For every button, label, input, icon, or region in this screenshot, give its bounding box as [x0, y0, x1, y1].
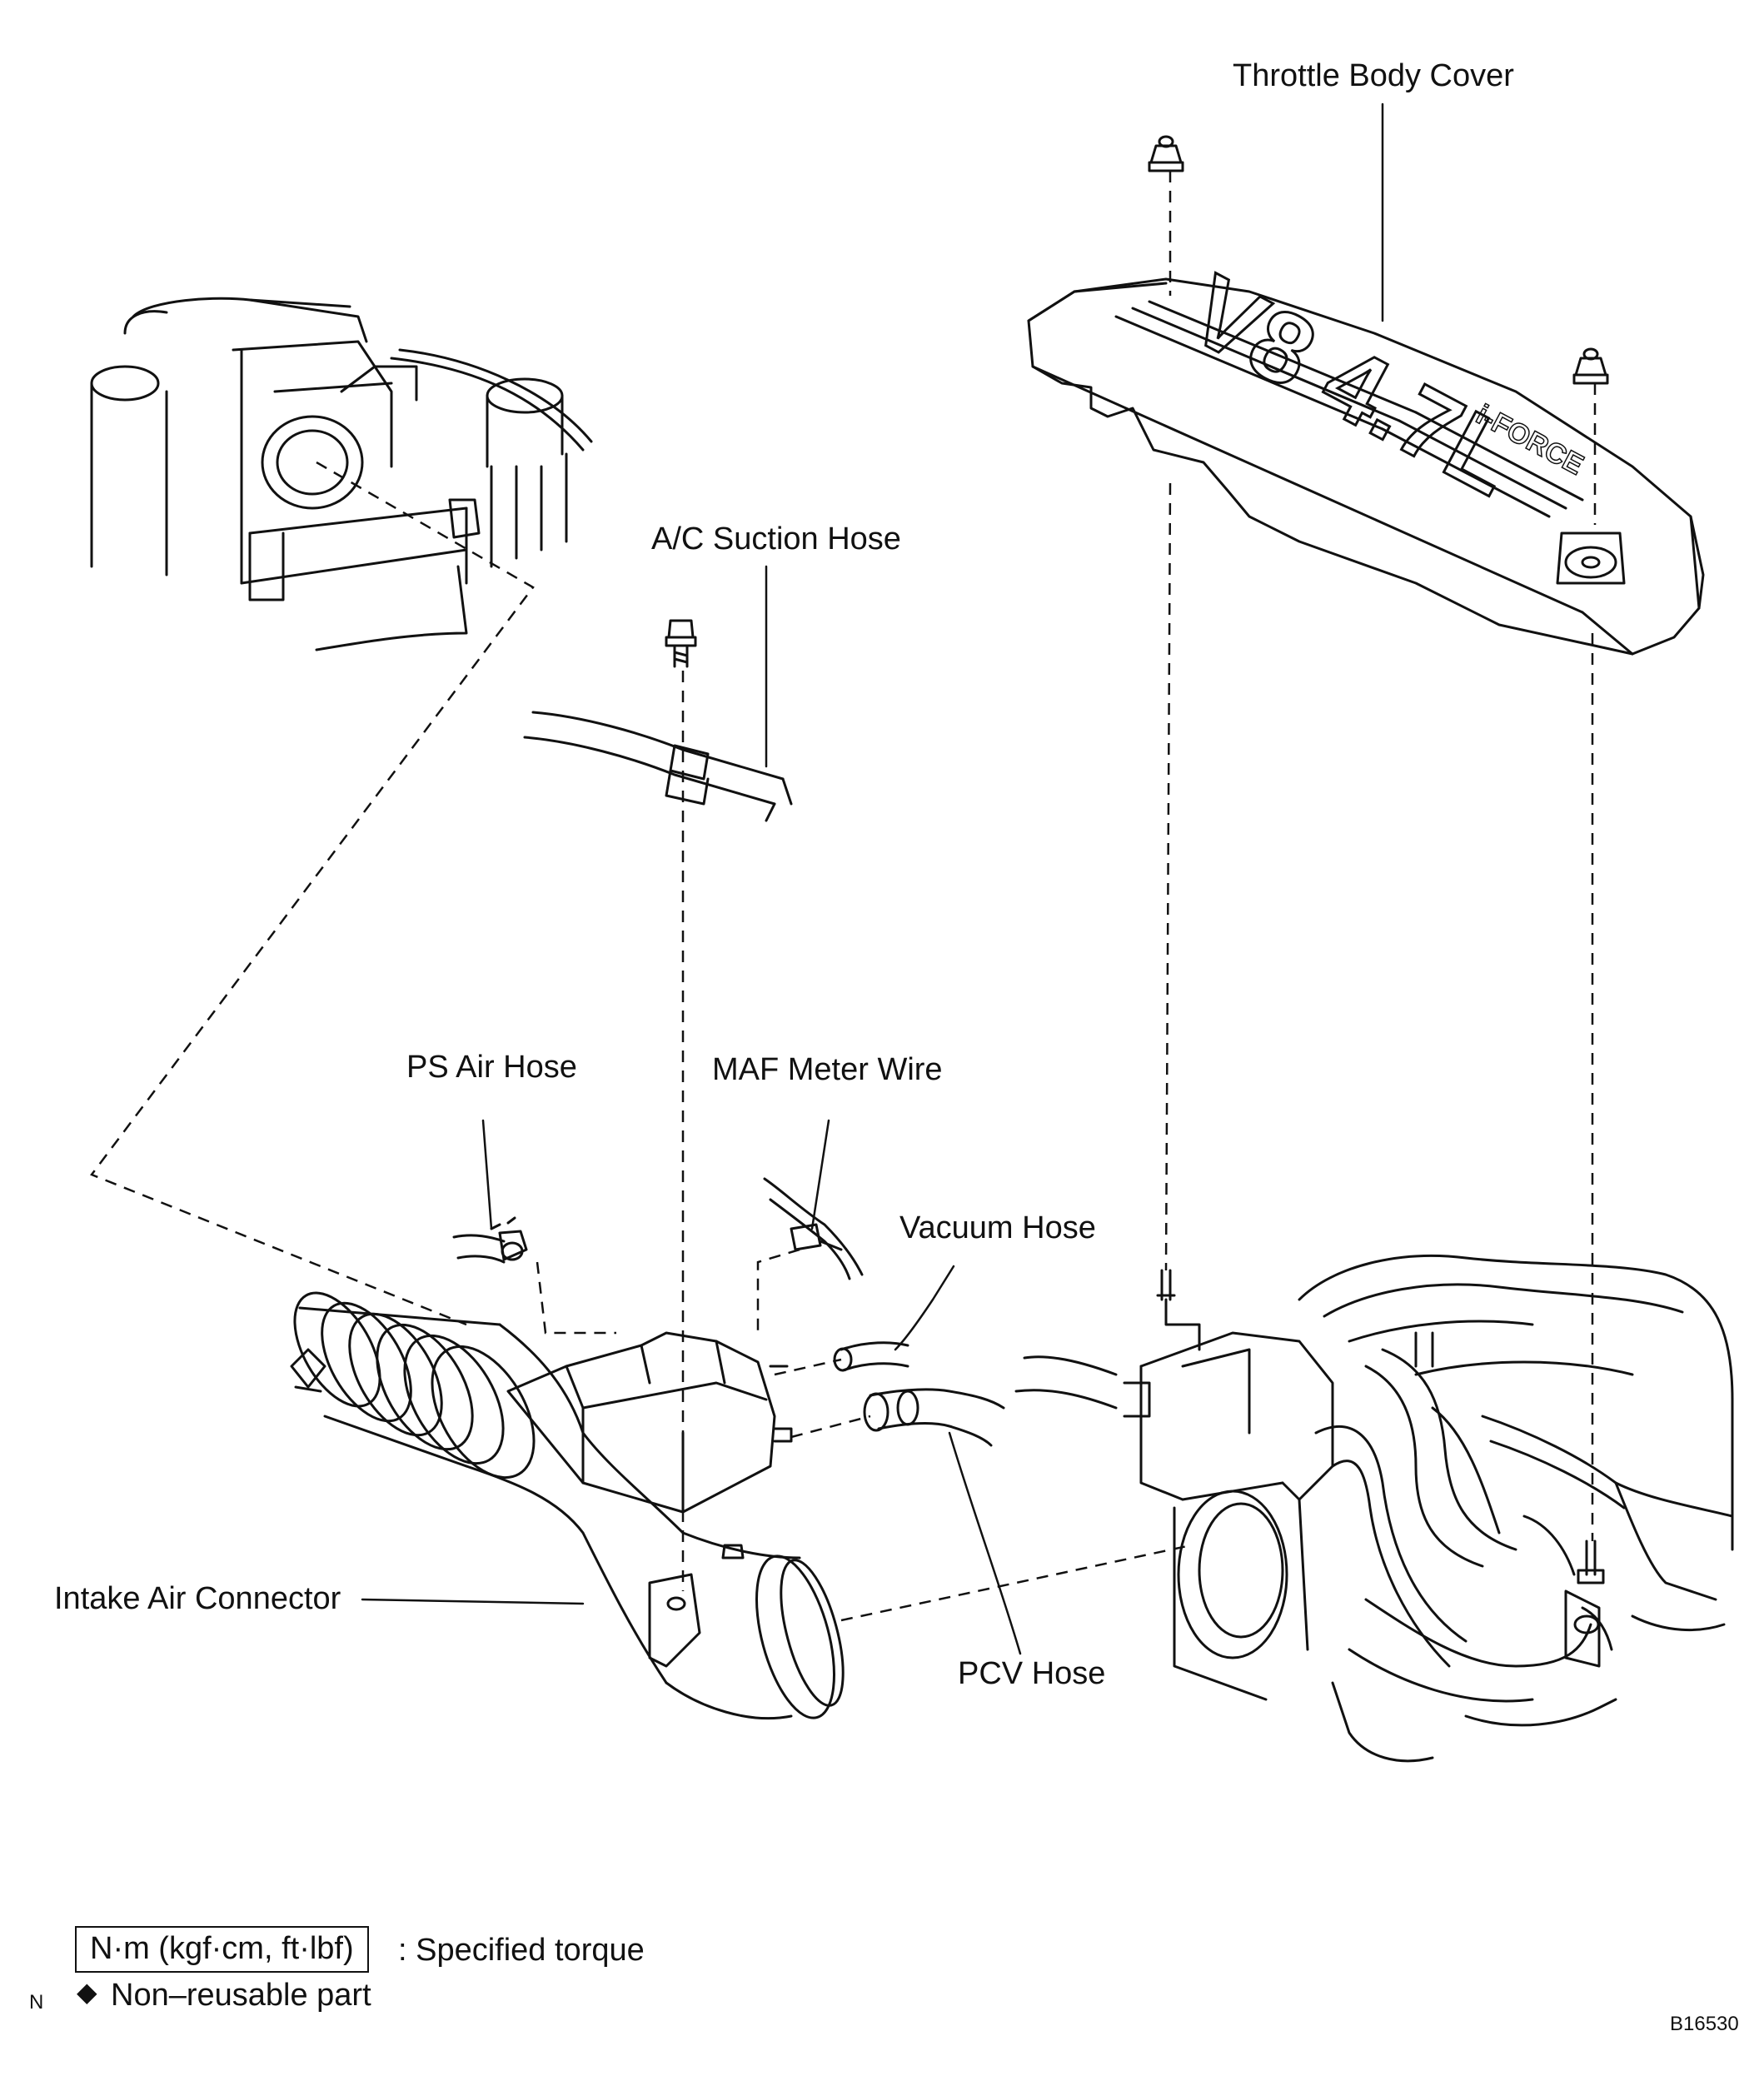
legend-nonreusable-text: Non–reusable part — [111, 1978, 371, 2013]
label-maf-meter-wire: MAF Meter Wire — [712, 1052, 943, 1087]
ps-air-hose-drawing — [452, 1216, 528, 1264]
intake-air-connector-drawing — [290, 1291, 845, 1720]
svg-text:V8 4.7L: V8 4.7L — [1173, 254, 1534, 517]
vacuum-hose-drawing — [833, 1341, 909, 1372]
maf-meter-wire-drawing — [763, 1177, 864, 1280]
label-intake-air-connector: Intake Air Connector — [54, 1581, 341, 1616]
throttle-body-cover-drawing — [1027, 277, 1705, 656]
cover-emboss-lettering: V8 4.7L i-FORCE — [1171, 252, 1589, 518]
air-cleaner-assembly — [90, 297, 593, 651]
label-throttle-body-cover: Throttle Body Cover — [1233, 58, 1514, 93]
label-pcv-hose: PCV Hose — [958, 1656, 1106, 1691]
corner-mark: N — [29, 1991, 44, 2014]
leader-lines — [361, 102, 1384, 1655]
legend-torque-text: : Specified torque — [398, 1933, 645, 1968]
nonreusable-symbol-icon: ◆ — [77, 1977, 97, 2007]
label-ps-air-hose: PS Air Hose — [406, 1050, 577, 1085]
cover-nut-left — [1148, 135, 1184, 172]
label-vacuum-hose: Vacuum Hose — [899, 1210, 1096, 1245]
pcv-hose-drawing — [863, 1388, 1005, 1447]
assembly-dashed-lines — [90, 171, 1597, 1622]
cover-nut-right — [1572, 347, 1609, 385]
figure-code: B16530 — [1670, 2013, 1739, 2035]
ac-suction-hose-drawing — [523, 619, 793, 822]
legend-torque-unit-box: N·m (kgf·cm, ft·lbf) — [75, 1926, 369, 1973]
label-ac-suction-hose: A/C Suction Hose — [651, 521, 901, 556]
throttle-body-engine-drawing — [1014, 1255, 1734, 1763]
